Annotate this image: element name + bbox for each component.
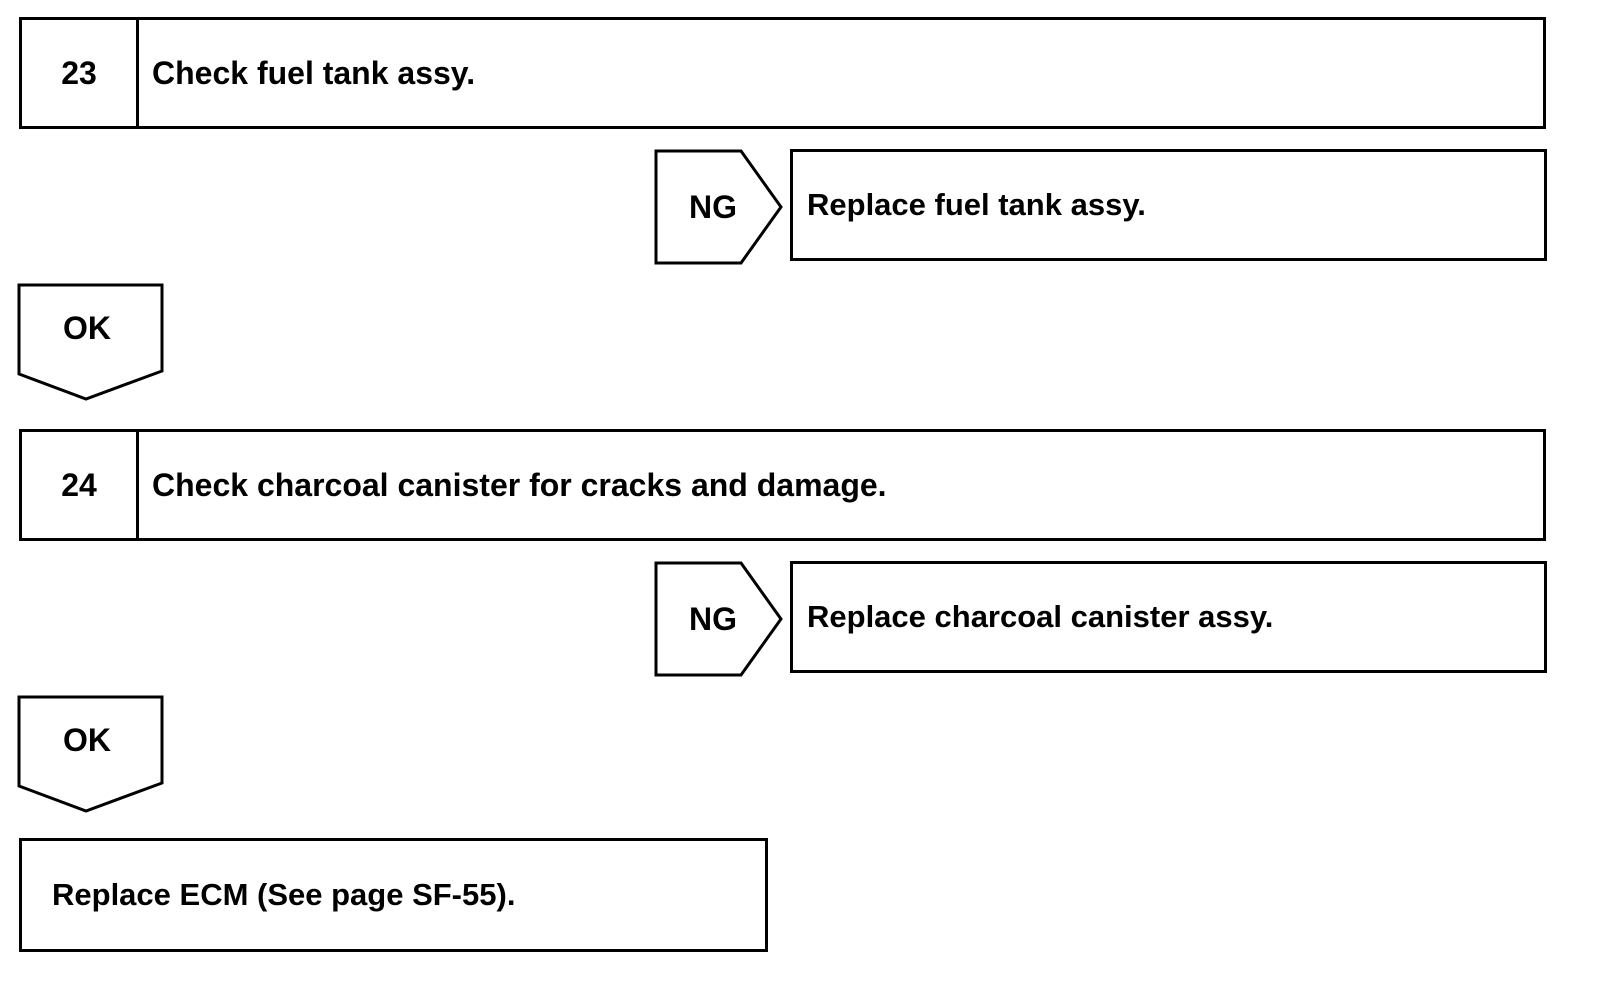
ng-label: NG <box>689 188 737 225</box>
ok-arrow-shape <box>17 695 164 813</box>
ng-result-box: Replace fuel tank assy. <box>790 149 1547 261</box>
step-instruction: Check charcoal canister for cracks and d… <box>152 466 887 503</box>
step-24-box: 24 Check charcoal canister for cracks an… <box>19 429 1546 541</box>
step-instruction: Check fuel tank assy. <box>152 54 476 91</box>
ok-label: OK <box>63 309 111 346</box>
ng-arrow-shape <box>654 561 783 677</box>
ok-label: OK <box>63 721 111 758</box>
ok-arrow-shape <box>17 283 164 401</box>
step-23-box: 23 Check fuel tank assy. <box>19 17 1546 129</box>
final-action-box: Replace ECM (See page SF-55). <box>19 838 768 952</box>
step-number: 24 <box>22 432 139 538</box>
ng-label: NG <box>689 600 737 637</box>
ng-arrow-shape <box>654 149 783 265</box>
ng-result-box: Replace charcoal canister assy. <box>790 561 1547 673</box>
step-number: 23 <box>22 20 139 126</box>
